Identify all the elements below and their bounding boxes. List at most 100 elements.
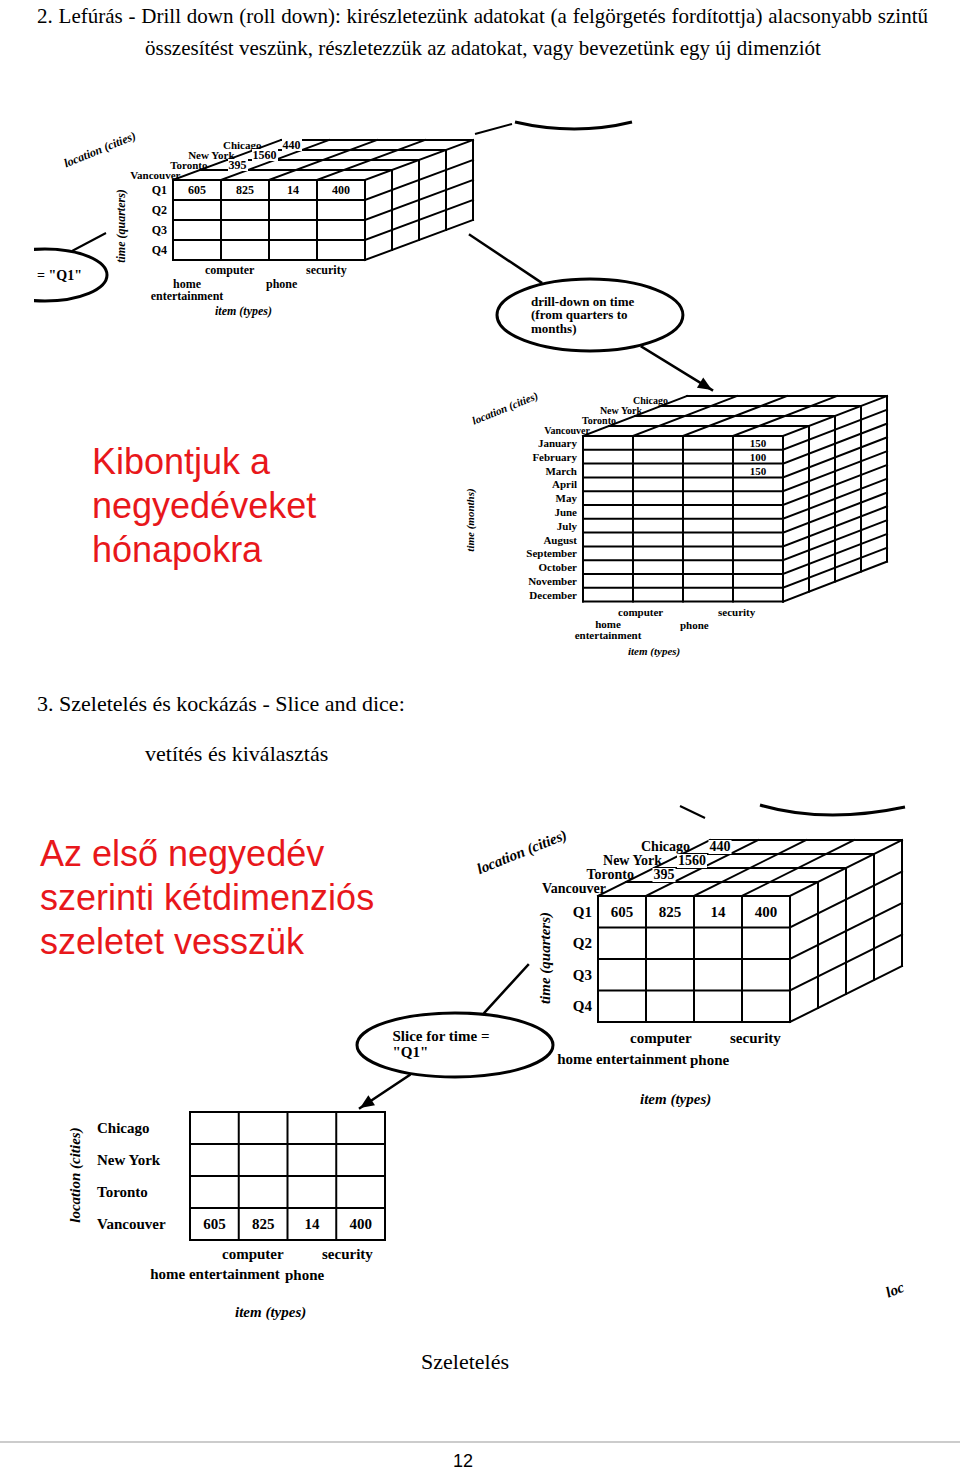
time-label: Q2 [152, 204, 167, 216]
cube-grid-line [238, 1112, 240, 1240]
time-label: March [545, 465, 577, 476]
item-label: security [322, 1246, 373, 1263]
axis-title: time (quarters) [115, 189, 128, 263]
item-label: phone [680, 619, 709, 631]
item-label: phone [285, 1267, 324, 1284]
item-label: home entertainment [150, 1267, 280, 1282]
cube-grid-line [597, 896, 599, 1022]
city-label: Chicago [97, 1121, 150, 1136]
time-label: February [532, 451, 577, 462]
cube-grid-line [365, 160, 473, 200]
cube-grid-line [682, 436, 684, 602]
leader-line [470, 235, 541, 282]
time-label: January [538, 437, 577, 448]
time-label: August [543, 534, 577, 545]
cube-grid-line [220, 180, 222, 260]
cell-value: 400 [755, 904, 778, 919]
cube-grid-line [790, 966, 902, 1022]
city-label: New York [97, 1153, 160, 1168]
city-label: Toronto [97, 1185, 148, 1200]
callout-text: Slice for time = "Q1" [393, 1029, 518, 1061]
cube-grid-line [733, 396, 837, 436]
axis-title: time (quarters) [537, 912, 554, 1004]
cell-value: 395 [653, 868, 676, 882]
section-heading: 2. Lefúrás - Drill down (roll down): kir… [37, 0, 928, 64]
time-label: April [552, 479, 577, 490]
annotation: Kibontjuk a negyedéveket hónapokra [92, 440, 342, 572]
city-label: Vancouver [544, 426, 590, 436]
section-heading: 3. Szeletelés és kockázás - Slice and di… [37, 692, 405, 716]
city-label: Vancouver [97, 1217, 166, 1232]
callout-ellipse-fragment [760, 805, 905, 815]
time-label: July [557, 520, 577, 531]
item-label: phone [266, 278, 297, 291]
callout-ellipse: drill-down on time (from quarters to mon… [495, 277, 685, 353]
cube-grid-line [790, 903, 902, 959]
item-label: computer [630, 1030, 692, 1047]
city-label: Toronto [587, 868, 634, 882]
item-label: computer [205, 264, 254, 277]
arrowhead [697, 378, 712, 390]
cube-grid-line [632, 436, 634, 602]
cell-value: 100 [750, 451, 767, 462]
time-label: Q3 [152, 224, 167, 236]
callout-text: = "Q1" [37, 268, 82, 283]
cube-grid-line [783, 562, 887, 602]
item-label: computer [618, 606, 663, 618]
cell-value: 605 [611, 904, 634, 919]
callout-ellipse-fragment [515, 122, 632, 129]
leader-line [475, 124, 512, 134]
cube-grid-line [633, 396, 737, 436]
leader-arrow [360, 1075, 409, 1108]
cube-grid-line [189, 1112, 191, 1240]
axis-title: location (cities) [62, 130, 138, 171]
cube-grid-line [172, 180, 174, 260]
cell-value: 150 [750, 437, 767, 448]
time-label: September [526, 548, 577, 559]
cell-value: 1560 [252, 149, 278, 161]
item-label: security [306, 264, 347, 277]
time-label: November [528, 575, 577, 586]
cube-grid-line [582, 436, 584, 602]
item-label: phone [690, 1052, 729, 1069]
axis-title-fragment: loc [883, 1279, 906, 1301]
city-label: New York [603, 854, 662, 868]
ellipse-outline-shape [497, 279, 683, 351]
axis-title: location (cities) [475, 826, 570, 877]
axis-title: item (types) [640, 1091, 711, 1108]
time-label: October [539, 562, 577, 573]
cube-grid-line [693, 896, 695, 1022]
city-label: New York [600, 406, 642, 416]
ellipse-outline-shape [357, 1013, 553, 1077]
cube-grid-line [583, 396, 687, 436]
callout-ellipse: Slice for time = "Q1" [355, 1011, 555, 1079]
arrowhead [360, 1095, 375, 1108]
city-label: Vancouver [542, 882, 606, 896]
cell-value: 825 [236, 184, 254, 196]
time-label: May [556, 493, 577, 504]
cube-grid-line [365, 220, 473, 260]
annotation: Az első negyedév szerinti kétdimenziós s… [40, 832, 425, 964]
item-label: security [730, 1030, 781, 1047]
time-label: Q4 [573, 999, 592, 1014]
cube-grid-line [221, 140, 329, 180]
city-label: Chicago [641, 840, 690, 854]
cell-value: 605 [188, 184, 206, 196]
cube-grid-line [365, 180, 473, 220]
page-number: 12 [453, 1452, 473, 1471]
item-label: home entertainment [563, 619, 653, 641]
cell-value: 395 [228, 159, 248, 171]
axis-title: location (cities) [67, 1127, 84, 1222]
cube-grid-line [732, 436, 734, 602]
leader-line [72, 233, 106, 251]
time-label: Q3 [573, 967, 592, 982]
axis-title: time (months) [464, 488, 476, 551]
cell-value: 825 [252, 1217, 275, 1232]
callout-text: drill-down on time (from quarters to mon… [531, 295, 649, 336]
leader-line [485, 965, 528, 1013]
cube-grid-line [316, 180, 318, 260]
item-label: home entertainment [557, 1052, 687, 1067]
cube-grid-line [365, 200, 473, 240]
